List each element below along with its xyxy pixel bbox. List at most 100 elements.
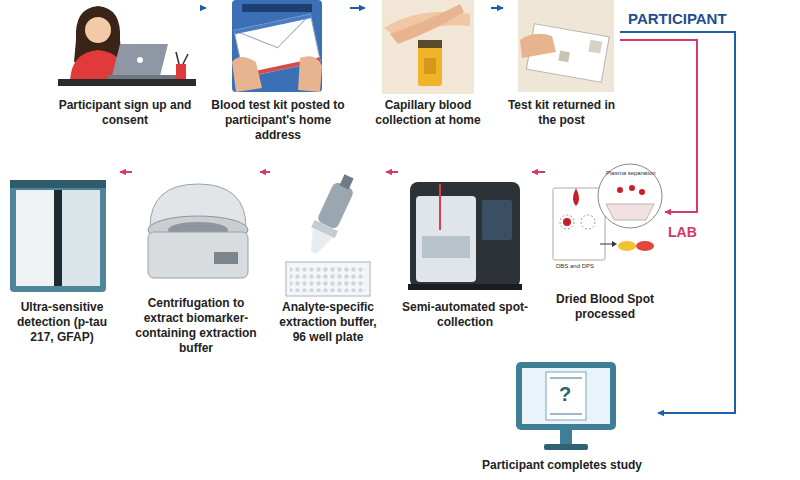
woman-laptop-icon — [183, 54, 188, 64]
detection-instrument-icon — [10, 180, 106, 188]
computer-icon — [544, 444, 588, 450]
dried-blood-spot-icon — [639, 189, 645, 195]
centrifuge-icon — [148, 232, 248, 278]
step-caption: Centrifugation to extract biomarker-cont… — [132, 296, 260, 356]
dried-blood-spot-icon — [606, 204, 654, 220]
computer-icon — [546, 372, 586, 420]
computer-icon — [560, 430, 572, 444]
detection-instrument-icon — [10, 180, 106, 292]
spot-collection-machine-icon — [482, 200, 512, 240]
icon-symbol: ? — [559, 383, 571, 406]
process-step: Analyte-specific extraction buffer, 96 w… — [270, 160, 386, 348]
lane-label: LAB — [668, 224, 697, 240]
process-step: Centrifugation to extract biomarker-cont… — [132, 160, 260, 359]
woman-laptop-icon — [112, 44, 168, 76]
finger-prick-icon — [418, 40, 442, 48]
dried-blood-spot-icon — [636, 241, 654, 251]
woman-laptop-icon — [176, 52, 179, 64]
dried-blood-spot-icon — [617, 187, 623, 193]
woman-laptop-icon — [84, 10, 112, 22]
finger-prick-icon — [390, 4, 464, 44]
woman-laptop-icon — [108, 75, 178, 79]
pipette-plate-icon — [339, 174, 353, 189]
detection-instrument-icon — [60, 190, 100, 286]
return-envelope-icon — [520, 34, 556, 58]
dried-blood-spot-icon — [600, 244, 612, 245]
process-step: Ultra-sensitive detection (p-tau 217, GF… — [4, 160, 120, 348]
step-caption: Participant completes study — [466, 458, 658, 473]
finger-prick-icon — [418, 40, 442, 86]
computer-icon — [522, 368, 610, 424]
woman-laptop-icon — [85, 17, 111, 43]
figure-note: Plasma separation — [606, 170, 656, 176]
process-step: Participant completes study — [466, 360, 658, 476]
return-envelope-icon — [558, 51, 570, 63]
mailbox-icon — [242, 4, 312, 12]
dried-blood-spot-icon — [553, 188, 605, 260]
mailbox-icon — [234, 14, 316, 56]
flow-arrow — [260, 171, 270, 173]
dried-blood-spot-icon — [581, 215, 595, 229]
mailbox-icon — [234, 14, 311, 34]
spot-collection-machine-icon — [408, 284, 522, 290]
computer-icon — [516, 362, 616, 450]
mailbox-icon — [232, 0, 322, 92]
process-step: Capillary blood collection at home — [365, 2, 491, 131]
dried-blood-spot-icon — [598, 164, 662, 228]
return-envelope-icon — [588, 40, 602, 54]
spot-collection-machine-icon — [422, 236, 470, 258]
detection-instrument-icon — [54, 190, 62, 286]
computer-icon — [516, 362, 616, 430]
dried-blood-spot-icon — [618, 241, 636, 251]
pipette-plate-icon — [290, 266, 366, 292]
flow-arrow — [532, 171, 545, 173]
mailbox-icon — [232, 57, 262, 92]
finger-prick-icon — [382, 0, 474, 94]
detection-instrument-icon — [10, 180, 106, 292]
detection-instrument-icon — [16, 190, 56, 286]
spot-collection-machine-icon — [416, 196, 476, 282]
return-envelope-icon — [518, 0, 614, 92]
woman-laptop-icon — [176, 64, 186, 79]
step-caption: Participant sign up and consent — [50, 98, 200, 128]
dried-blood-spot-icon — [612, 241, 617, 247]
woman-laptop-icon — [137, 57, 143, 63]
mailbox-icon — [232, 0, 322, 92]
dried-blood-spot-icon — [573, 188, 579, 206]
finger-prick-icon — [424, 58, 436, 74]
pipette-plate-icon — [304, 228, 333, 257]
step-caption: Ultra-sensitive detection (p-tau 217, GF… — [4, 300, 120, 345]
spot-collection-machine-icon — [410, 182, 520, 288]
step-caption: Capillary blood collection at home — [365, 98, 491, 128]
flow-arrow — [620, 40, 697, 212]
computer-icon — [550, 413, 582, 415]
lane-label: PARTICIPANT — [628, 10, 727, 27]
step-caption: Analyte-specific extraction buffer, 96 w… — [270, 300, 386, 345]
pipette-plate-icon — [286, 262, 370, 296]
woman-laptop-icon — [58, 79, 196, 86]
flow-arrow — [120, 171, 132, 173]
figure-note: DBS and DPS — [556, 263, 594, 269]
pipette-plate-icon — [286, 171, 370, 296]
process-step: Blood test kit posted to participant's h… — [206, 2, 350, 146]
centrifuge-icon — [148, 184, 248, 278]
flow-arrow — [386, 171, 398, 173]
centrifuge-icon — [214, 252, 238, 264]
spot-collection-machine-icon — [439, 184, 441, 230]
process-step: Semi-automated spot-collection — [398, 160, 532, 333]
woman-laptop-icon — [58, 0, 196, 86]
pipette-plate-icon — [302, 171, 361, 258]
dried-blood-spot-icon — [629, 185, 635, 191]
dried-blood-spot-icon — [563, 218, 571, 226]
mailbox-icon — [298, 56, 322, 92]
flow-arrow — [491, 7, 503, 9]
step-caption: Semi-automated spot-collection — [398, 300, 532, 330]
flow-arrow — [200, 7, 206, 9]
return-envelope-icon — [518, 0, 614, 92]
flow-arrow — [620, 32, 735, 413]
dried-blood-spot-icon — [560, 215, 574, 229]
finger-prick-icon — [382, 0, 474, 94]
woman-laptop-icon — [150, 0, 190, 10]
